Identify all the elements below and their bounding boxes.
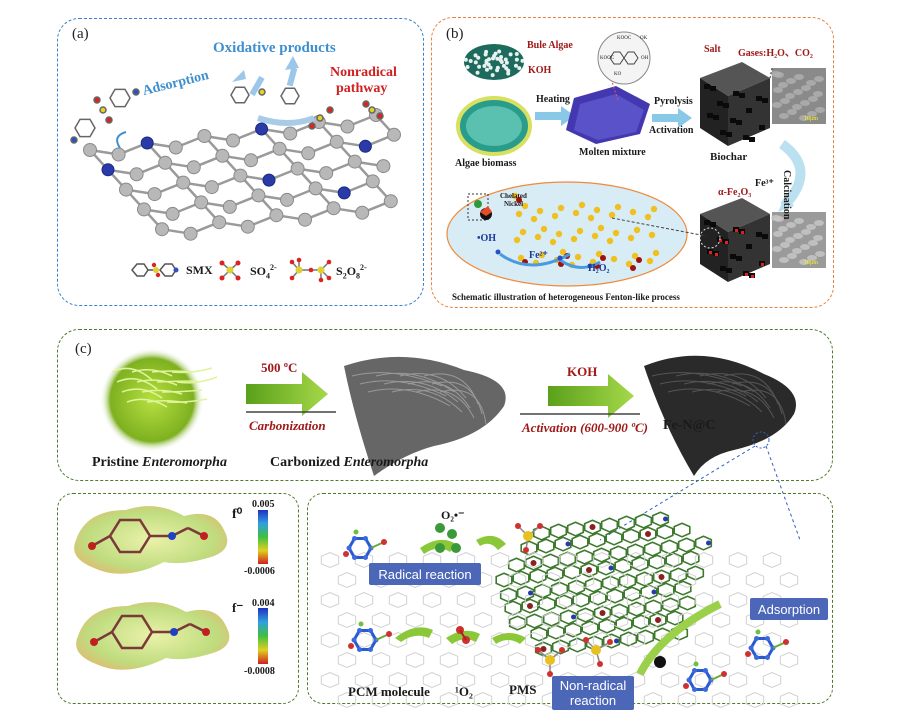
alpha-fe2o3-text: α-Fe₂O₃ xyxy=(718,187,752,198)
algae-biomass-text: Algae biomass xyxy=(455,158,517,169)
biochar-text: Biochar xyxy=(710,151,748,163)
panel-a xyxy=(57,18,424,306)
chelated-text-2: Nickel xyxy=(504,200,524,208)
temp-text: 500 ºC xyxy=(261,360,298,375)
koc-label-5: KO xyxy=(614,72,622,77)
salt-text: Salt xyxy=(704,44,721,55)
heating-text: Heating xyxy=(536,94,570,105)
koh-text-b: KOH xyxy=(528,65,552,76)
nonradical-line-2: pathway xyxy=(336,81,388,96)
activation-text-b: Activation xyxy=(649,125,694,136)
chelated-text-1: Chelated xyxy=(500,192,527,200)
non-radical-box: Non-radical reaction xyxy=(552,676,634,710)
radical-reaction-box: Radical reaction xyxy=(369,563,481,585)
oxidative-products-text: Oxidative products xyxy=(213,40,336,56)
koc-label-4: OH xyxy=(641,56,649,61)
adsorption-box: Adsorption xyxy=(750,598,828,620)
fe3-text: Fe³⁺ xyxy=(755,178,774,189)
koc-label-3: KOOC xyxy=(600,56,615,61)
panel-b-label: (b) xyxy=(446,26,464,42)
molten-mixture-text: Molten mixture xyxy=(579,147,646,158)
panel-c-fukui xyxy=(57,493,299,704)
o2-radical-label: O₂•⁻ xyxy=(441,508,465,522)
f0-label: f⁰ xyxy=(232,507,243,522)
bule-algae-text: Bule Algae xyxy=(527,40,573,51)
pcm-label: PCM molecule xyxy=(348,684,430,699)
nonradical-line-1: Nonradical xyxy=(330,65,397,80)
schematic-caption: Schematic illustration of heterogeneous … xyxy=(452,292,680,302)
panel-b xyxy=(431,17,834,308)
pristine-text: Pristine Enteromorpha xyxy=(92,455,227,470)
oh-text: •OH xyxy=(477,233,497,244)
so4-label: SO42- xyxy=(250,263,277,281)
sem-scale-1: 10μm xyxy=(804,116,818,122)
carbonized-text: Carbonized Enteromorpha xyxy=(270,455,429,470)
singlet-o2-label: ¹O₂ xyxy=(455,684,473,699)
cb2-top: 0.004 xyxy=(252,598,275,609)
cb1-bot: -0.0006 xyxy=(244,566,275,577)
pyrolysis-text: Pyrolysis xyxy=(654,96,693,107)
calcination-text: Calcination xyxy=(781,170,792,220)
h2o2-text: H₂O₂ xyxy=(588,263,610,274)
carbonization-text: Carbonization xyxy=(249,418,326,433)
koc-label-2: OK xyxy=(640,36,648,41)
sem-scale-2: 10μm xyxy=(804,260,818,266)
cb1-top: 0.005 xyxy=(252,499,275,510)
fminus-label: f⁻ xyxy=(232,600,244,615)
panel-c-top xyxy=(57,329,833,481)
fenc-text: Fe-N@C xyxy=(663,418,716,433)
s2o8-legend-icon xyxy=(289,257,332,283)
panel-c-label: (c) xyxy=(75,341,92,357)
panel-a-label: (a) xyxy=(72,26,89,42)
koh-text-c: KOH xyxy=(567,364,598,379)
gases-text: Gases:H₂O、CO₂ xyxy=(738,48,813,59)
s2o8-label: S2O82- xyxy=(336,263,367,281)
so4-legend-icon xyxy=(219,260,241,281)
activation-text-c: Activation (600-900 ºC) xyxy=(522,420,648,435)
koc-label-1: KOOC xyxy=(617,36,632,41)
smx-label: SMX xyxy=(186,263,213,277)
fe2-text: Fe²⁺ xyxy=(529,250,548,261)
pms-label: PMS xyxy=(509,682,537,697)
smx-legend-icon xyxy=(131,262,179,278)
cb2-bot: -0.0008 xyxy=(244,666,275,677)
